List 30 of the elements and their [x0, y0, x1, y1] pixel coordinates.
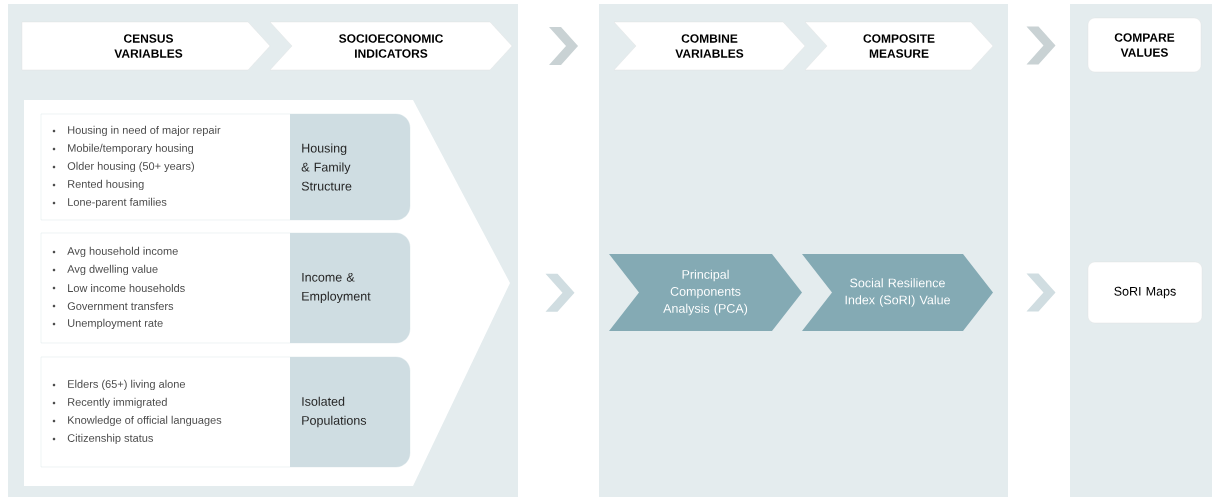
chevron-arrow: [545, 273, 575, 312]
list-item: Older housing (50+ years): [52, 161, 194, 173]
chevron-arrow: [549, 27, 578, 65]
chevron-arrow: [1026, 273, 1056, 312]
list-item: Recently immigrated: [52, 397, 167, 409]
process-step: Social Resilience Index (SoRI) Value: [802, 254, 993, 331]
category-label: Isolated Populations: [302, 396, 367, 428]
result-box: SoRI Maps: [1087, 261, 1203, 324]
category-label: Housing & Family Structure: [301, 143, 352, 191]
list-item: Avg household income: [52, 246, 178, 258]
list-item: Rented housing: [52, 179, 144, 191]
list-item: Knowledge of official languages: [52, 415, 222, 427]
category-label: Income & Employment: [302, 272, 371, 304]
list-item: Lone-parent families: [52, 197, 167, 209]
list-item: Citizenship status: [52, 433, 153, 445]
list-item: Housing in need of major repair: [52, 125, 221, 137]
chevron-arrow: [1026, 26, 1056, 65]
variable-group: [40, 356, 411, 468]
list-item: Avg dwelling value: [52, 264, 158, 276]
step-header: SOCIOECONOMIC INDICATORS: [269, 21, 513, 71]
step-header: CENSUS VARIABLES: [21, 21, 271, 71]
list-item: Government transfers: [52, 301, 174, 311]
list-item: Low income households: [52, 283, 185, 293]
variable-group: [40, 232, 411, 344]
variable-group: [40, 113, 411, 221]
list-item: Mobile/temporary housing: [52, 143, 194, 155]
process-step: Principal Components Analysis (PCA): [609, 254, 802, 331]
header-box: COMPARE VALUES: [1087, 17, 1202, 73]
list-item: Unemployment rate: [52, 318, 163, 330]
list-item: Elders (65+) living alone: [52, 379, 185, 391]
